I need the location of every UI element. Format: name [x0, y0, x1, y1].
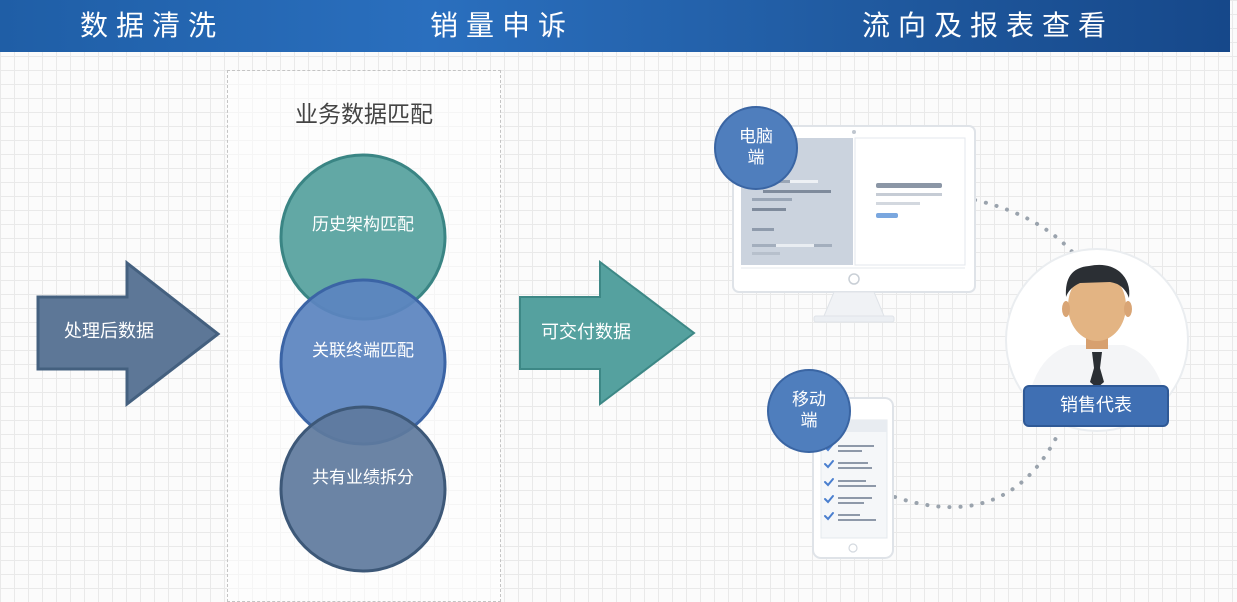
deliverable-data-label: 可交付数据 — [541, 322, 631, 343]
circle-label-related-terminal: 关联终端匹配 — [312, 341, 414, 361]
desktop-badge-text: 电脑端 — [739, 127, 773, 168]
mobile-badge — [767, 369, 851, 453]
deliverable-data-arrow — [519, 259, 696, 407]
processed-data-label: 处理后数据 — [64, 321, 154, 342]
processed-data-arrow — [36, 259, 221, 408]
circle-shared-performance — [279, 405, 447, 573]
dotted-connector-bottom — [893, 428, 1062, 510]
desktop-badge — [714, 106, 798, 190]
sales-rep-label: 销售代表 — [1023, 385, 1169, 427]
desktop-badge-label: 电脑端 — [721, 127, 791, 169]
circle-label-history-structure: 历史架构匹配 — [312, 215, 414, 235]
mobile-badge-text: 移动端 — [792, 390, 826, 431]
desktop-monitor-icon — [732, 125, 976, 323]
circle-label-shared-performance: 共有业绩拆分 — [312, 468, 414, 488]
header-title-sales-appeal: 销量申诉 — [430, 9, 575, 42]
header-bar: 数据清洗 销量申诉 流向及报表查看 — [0, 0, 1230, 52]
mobile-badge-label: 移动端 — [774, 390, 844, 432]
dotted-connector-top — [973, 198, 1077, 257]
header-title-flow-reports: 流向及报表查看 — [862, 9, 1115, 42]
header-title-data-cleaning: 数据清洗 — [80, 9, 225, 42]
matching-panel-title: 业务数据匹配 — [295, 102, 433, 128]
